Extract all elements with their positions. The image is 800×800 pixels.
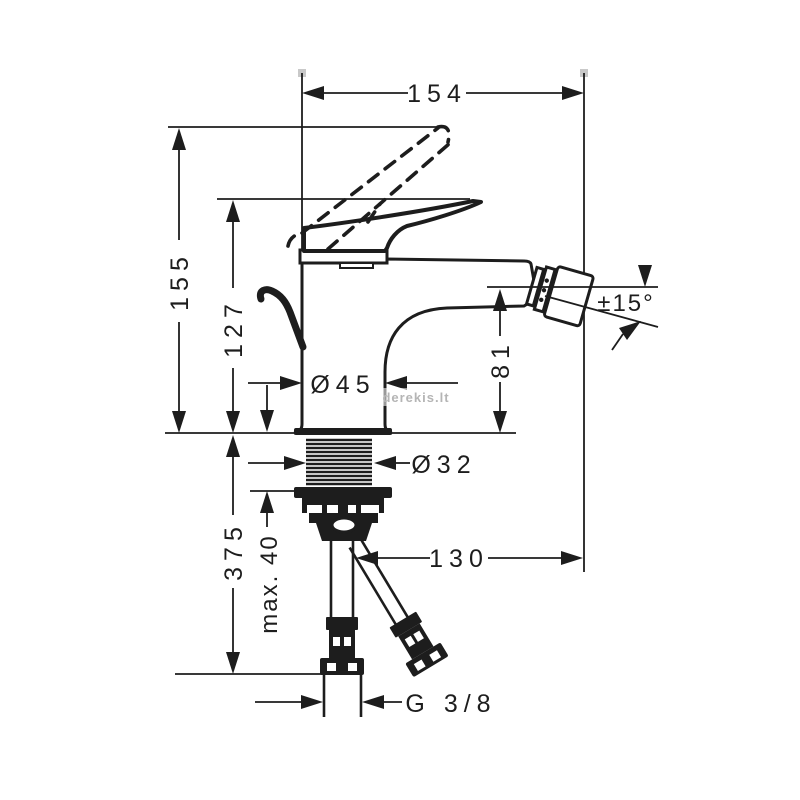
arrow-left-icon [302, 86, 324, 100]
arrow-right-icon [301, 695, 323, 709]
dim-label-max40: max. 40 [256, 534, 283, 633]
arrow-right-icon [284, 456, 306, 470]
arrow-up-icon [493, 289, 507, 311]
drain-linkage-ball [330, 516, 358, 534]
hose-fitting [329, 630, 355, 658]
dim-375-hose-length: 375 [220, 435, 248, 674]
arrow-up-icon [226, 200, 240, 222]
dim-d45-body-diameter: Ø45 [248, 371, 458, 399]
arrow-up-icon [226, 435, 240, 457]
dim-130-hose-offset: 130 [356, 545, 583, 573]
threaded-shank [306, 438, 372, 486]
dim-154-overall-depth: 154 [302, 80, 584, 108]
mounting-washer [294, 487, 392, 498]
dim-label-130: 130 [429, 545, 489, 573]
arrow-right-icon [561, 551, 583, 565]
dim-127-handle-height: 127 [220, 200, 248, 433]
base-foot [294, 428, 392, 435]
dim-81-spout-height: 81 [487, 286, 658, 433]
dim-g38-thread-size: G 3/8 [255, 690, 496, 718]
dim-d32-shank-diameter: Ø32 [248, 451, 476, 479]
dim-label-127: 127 [220, 298, 248, 358]
dim-label-375: 375 [220, 521, 248, 581]
dashed-handle-mid [366, 202, 382, 224]
supply-hose-vertical [320, 540, 364, 717]
dashed-handle-top-edge [300, 126, 440, 235]
arrow-left-icon [374, 456, 396, 470]
arrow-left-icon [385, 376, 407, 390]
dashed-handle-bottom-edge [326, 141, 452, 251]
arrow-down-icon [260, 410, 274, 432]
dim-max40-deck-thickness: max. 40 [256, 385, 283, 634]
handle-lever-raised-dashed [286, 124, 452, 251]
dim-label-g38: G 3/8 [405, 690, 496, 718]
faucet-fixture [256, 124, 595, 717]
drain-pull-rod [256, 286, 307, 351]
hose-collar [326, 617, 358, 630]
dim-label-154: 154 [407, 80, 467, 108]
arrow-left-icon [362, 695, 384, 709]
dim-15deg-aerator-angle: ±15° [544, 265, 659, 351]
dim-label-d32: Ø32 [411, 451, 476, 479]
dashed-handle-tip [436, 124, 451, 144]
aerator-body [543, 265, 595, 328]
dim-label-d45: Ø45 [310, 371, 375, 399]
arrow-down-icon [638, 265, 652, 287]
hose-nut [320, 658, 364, 675]
mounting-nut-assembly [294, 487, 392, 541]
arrow-up-right-icon [619, 321, 641, 340]
arrow-right-icon [562, 86, 584, 100]
watermark-text: derekis.lt [382, 390, 449, 405]
arrow-left-icon [356, 551, 378, 565]
hose-collar [389, 611, 422, 638]
cap-lip [339, 262, 374, 269]
supply-hose-angled [348, 539, 448, 677]
dim-label-155: 155 [166, 251, 194, 311]
arrow-up-icon [260, 491, 274, 513]
arrow-right-icon [280, 376, 302, 390]
arrow-down-icon [172, 411, 186, 433]
arrow-down-icon [226, 411, 240, 433]
dim-155-total-height: 155 [166, 128, 194, 433]
handle-lever-solid [302, 199, 483, 253]
hose-fitting [398, 623, 434, 660]
arrow-up-icon [172, 128, 186, 150]
dim-label-15deg: ±15° [597, 290, 654, 317]
arrow-down-icon [493, 411, 507, 433]
dim-label-81: 81 [487, 339, 515, 379]
dashed-handle-heel [286, 231, 303, 248]
arrow-down-icon [226, 652, 240, 674]
watermark: derekis.lt [382, 388, 449, 406]
